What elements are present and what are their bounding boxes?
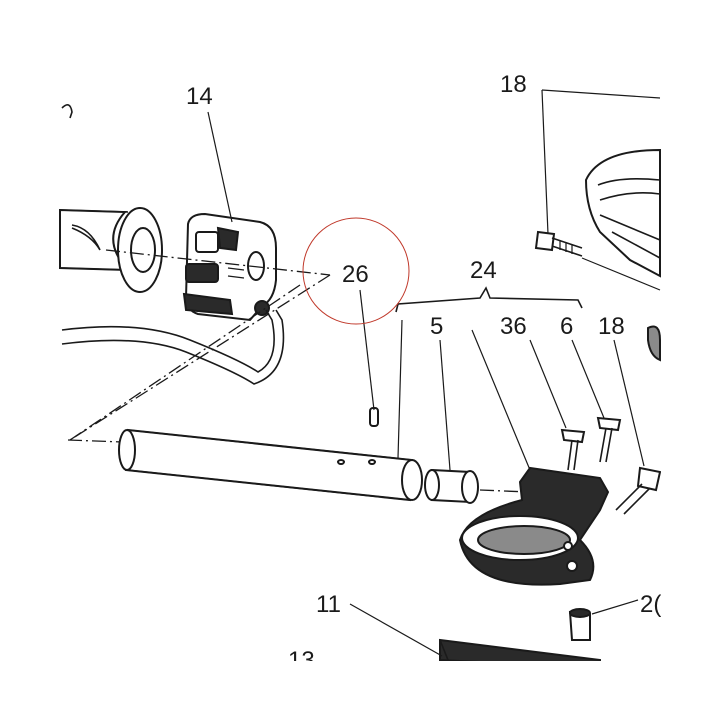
callout-6: 6 (560, 313, 573, 340)
highlight-circle (302, 217, 410, 325)
callout-20-partial: 2( (640, 591, 661, 618)
crop-mask-right (661, 0, 720, 720)
leader-11 (349, 603, 443, 657)
leader-5 (439, 339, 451, 471)
fork-top-clamp (584, 148, 661, 278)
callout-36: 36 (500, 313, 527, 340)
callout-11: 11 (316, 591, 341, 618)
leader-24 (471, 329, 531, 471)
leader-20 (591, 599, 639, 615)
leader-18-right (613, 339, 645, 467)
alignment-line-a (105, 249, 331, 276)
leader-26 (359, 289, 375, 411)
leader-6 (571, 339, 605, 419)
cap-20 (568, 608, 591, 641)
crop-mask-bottom (0, 661, 720, 720)
switch-housing (182, 212, 277, 322)
leader-14 (207, 111, 233, 223)
callout-26: 26 (342, 261, 369, 288)
alignment-line-e (479, 489, 529, 493)
callout-5: 5 (430, 313, 443, 340)
leader-24-b (397, 319, 403, 459)
alignment-line-d (67, 439, 123, 443)
callout-18-right: 18 (598, 313, 625, 340)
bolt-18-right (615, 466, 662, 515)
callout-24: 24 (470, 257, 497, 284)
leader-18-top-c (581, 257, 661, 291)
spacer (424, 468, 479, 504)
bolt-6 (596, 416, 622, 463)
handlebar-grip (59, 208, 131, 272)
leader-18-top-b (541, 89, 549, 235)
bolt-18-top (534, 230, 583, 257)
bracket-24 (395, 286, 583, 313)
handlebar-clamp (458, 466, 610, 586)
roll-pin (369, 407, 379, 427)
handlebar-tube (118, 428, 423, 502)
grip-washer (117, 207, 163, 293)
fork-fragment (647, 325, 661, 362)
callout-14: 14 (186, 83, 213, 110)
cable-clip-fragment (61, 104, 73, 119)
bolt-36 (560, 428, 586, 471)
callout-18-top: 18 (500, 71, 527, 98)
alignment-line-c (69, 274, 331, 441)
leader-18-top (541, 89, 661, 99)
leader-36 (529, 339, 567, 429)
switch-cable (61, 309, 275, 373)
alignment-line-b (69, 284, 301, 441)
